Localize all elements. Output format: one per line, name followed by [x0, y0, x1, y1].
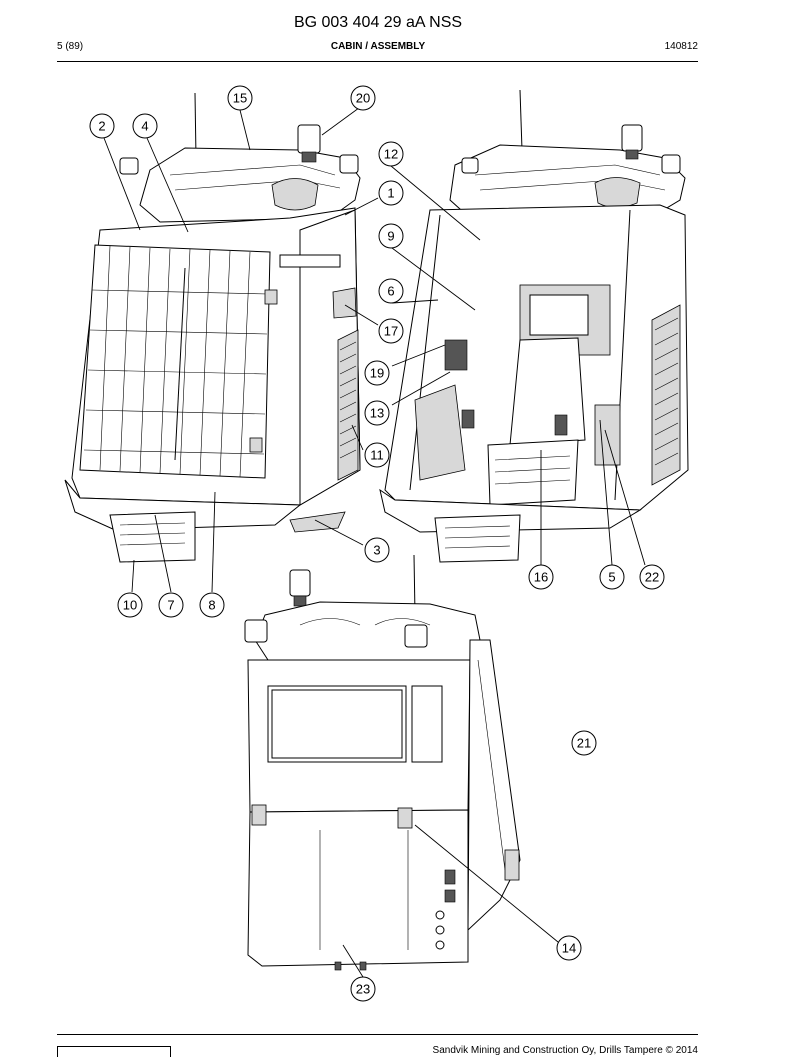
callout-4: 4 [132, 113, 158, 139]
svg-text:11: 11 [370, 448, 384, 463]
header-rule [57, 61, 698, 62]
svg-text:23: 23 [356, 982, 370, 997]
footer-rule [57, 1034, 698, 1035]
svg-text:2: 2 [98, 119, 105, 134]
document-code: 140812 [664, 41, 698, 52]
svg-text:1: 1 [387, 186, 394, 201]
svg-text:22: 22 [645, 570, 659, 585]
section-title: CABIN / ASSEMBLY [330, 41, 426, 52]
company-logo [57, 1046, 171, 1057]
svg-text:4: 4 [141, 119, 148, 134]
svg-text:17: 17 [384, 324, 398, 339]
callout-15: 15 [227, 85, 253, 111]
callout-16: 16 [528, 564, 554, 590]
svg-text:14: 14 [562, 941, 576, 956]
svg-text:12: 12 [384, 147, 398, 162]
page-number: 5 (89) [57, 41, 84, 52]
svg-text:7: 7 [167, 598, 174, 613]
svg-text:13: 13 [370, 406, 384, 421]
svg-text:6: 6 [387, 284, 394, 299]
svg-text:9: 9 [387, 229, 394, 244]
callouts: 15 20 2 4 12 1 9 6 17 19 13 11 3 16 5 22… [89, 85, 665, 1002]
document-title: BG 003 404 29 aA NSS [293, 14, 463, 31]
callout-7: 7 [158, 592, 184, 618]
callout-23: 23 [350, 976, 376, 1002]
callout-19: 19 [364, 360, 390, 386]
svg-text:3: 3 [373, 543, 380, 558]
callout-2: 2 [89, 113, 115, 139]
callout-12: 12 [378, 141, 404, 167]
svg-text:5: 5 [608, 570, 615, 585]
callout-20: 20 [350, 85, 376, 111]
cabin-front-view [64, 92, 361, 563]
callout-14: 14 [556, 935, 582, 961]
callout-5: 5 [599, 564, 625, 590]
leader-lines [103, 104, 646, 978]
svg-text:21: 21 [577, 736, 591, 751]
callout-22: 22 [639, 564, 665, 590]
callout-3: 3 [364, 537, 390, 563]
cabin-rear-view [244, 554, 521, 971]
callout-21: 21 [571, 730, 597, 756]
callout-13: 13 [364, 400, 390, 426]
callout-9: 9 [378, 223, 404, 249]
footer-copyright: Sandvik Mining and Construction Oy, Dril… [432, 1045, 698, 1056]
callout-8: 8 [199, 592, 225, 618]
callout-1: 1 [378, 180, 404, 206]
svg-text:8: 8 [208, 598, 215, 613]
svg-text:10: 10 [123, 598, 137, 613]
callout-10: 10 [117, 592, 143, 618]
callout-11: 11 [364, 442, 390, 468]
callout-17: 17 [378, 318, 404, 344]
svg-text:16: 16 [534, 570, 548, 585]
svg-text:19: 19 [370, 366, 384, 381]
callout-6: 6 [378, 278, 404, 304]
cabin-interior-view [379, 89, 689, 563]
svg-text:20: 20 [356, 91, 370, 106]
svg-text:15: 15 [233, 91, 247, 106]
